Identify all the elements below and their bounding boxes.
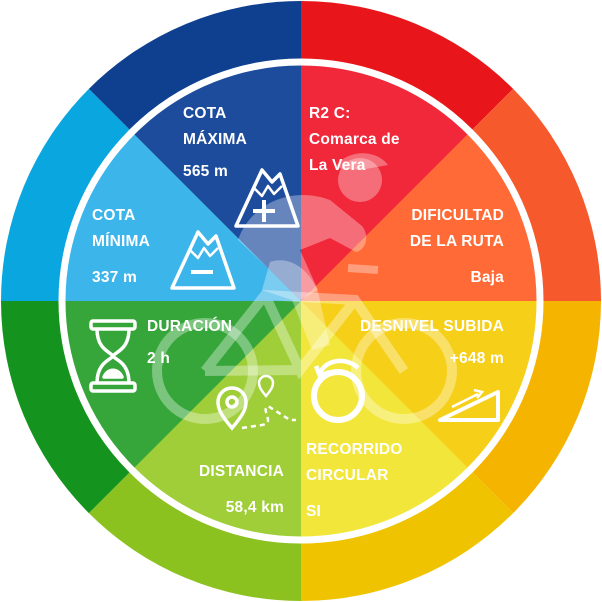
circular-value: SI bbox=[306, 503, 322, 520]
ascent-value: +648 m bbox=[449, 350, 504, 367]
distance-block: DISTANCIA 58,4 km bbox=[199, 459, 284, 521]
cyclist-icon bbox=[152, 153, 457, 424]
inner-disc bbox=[65, 65, 537, 537]
circular-label-line2: CIRCULAR bbox=[306, 467, 389, 484]
duration-block: DURACIÓN 2 h bbox=[147, 314, 232, 372]
difficulty-label-line2: DE LA RUTA bbox=[409, 233, 504, 250]
inner-sector-route bbox=[301, 65, 468, 301]
difficulty-label-line1: DIFICULTAD bbox=[411, 207, 504, 224]
ascent-block: DESNIVEL SUBIDA +648 m bbox=[360, 314, 504, 372]
distance-value: 58,4 km bbox=[225, 499, 284, 516]
inner-sector-min-altitude bbox=[65, 134, 301, 301]
circular-label-line1: RECORRIDO bbox=[306, 441, 403, 458]
mountain-minus-icon bbox=[170, 230, 236, 290]
max-altitude-line1: COTA bbox=[183, 105, 227, 122]
min-altitude-line1: COTA bbox=[92, 207, 136, 224]
mountain-plus-icon bbox=[234, 168, 300, 228]
ascent-label: DESNIVEL SUBIDA bbox=[360, 318, 504, 335]
inner-sector-distance bbox=[134, 301, 301, 537]
map-pin-route-icon bbox=[216, 374, 296, 431]
white-separator-ring bbox=[58, 58, 544, 544]
min-altitude-line2: MÍNIMA bbox=[92, 233, 151, 250]
duration-value: 2 h bbox=[147, 350, 170, 367]
route-name-line3: La Vera bbox=[309, 157, 366, 174]
circular-block: RECORRIDO CIRCULAR SI bbox=[306, 437, 403, 525]
route-name: R2 C: Comarca de La Vera bbox=[309, 101, 400, 179]
difficulty-block: DIFICULTAD DE LA RUTA Baja bbox=[410, 203, 504, 291]
hourglass-icon bbox=[89, 319, 137, 393]
inner-sector-ascent bbox=[301, 301, 537, 468]
max-altitude-line2: MÁXIMA bbox=[183, 131, 248, 148]
difficulty-value: Baja bbox=[470, 269, 504, 286]
min-altitude-value: 337 m bbox=[92, 269, 137, 286]
circular-arrow-icon bbox=[311, 358, 365, 423]
distance-label: DISTANCIA bbox=[198, 463, 284, 480]
max-altitude-block: COTA MÁXIMA 565 m bbox=[183, 101, 247, 185]
inner-sector-difficulty bbox=[301, 134, 537, 301]
slope-icon bbox=[438, 388, 500, 422]
route-name-line2: Comarca de bbox=[309, 131, 400, 148]
min-altitude-block: COTA MÍNIMA 337 m bbox=[92, 203, 150, 291]
duration-label: DURACIÓN bbox=[147, 318, 233, 335]
inner-sector-max-altitude bbox=[134, 65, 301, 301]
max-altitude-value: 565 m bbox=[183, 163, 228, 180]
route-name-line1: R2 C: bbox=[309, 105, 351, 122]
inner-sector-duration bbox=[65, 301, 301, 468]
